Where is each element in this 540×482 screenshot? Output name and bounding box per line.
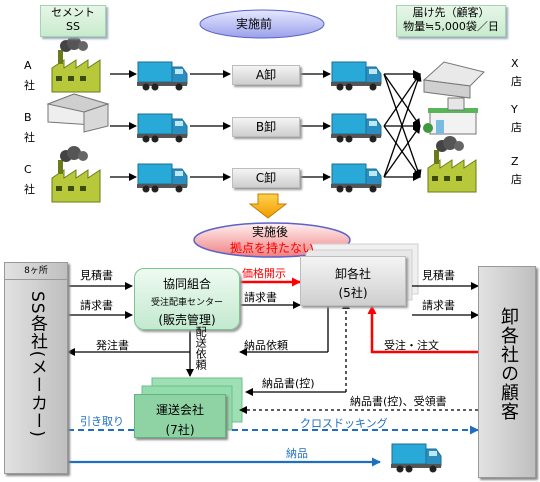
flow-pickup: 引き取り [80,415,124,428]
flow-quote-left: 見積書 [80,269,113,282]
supplier-a-mark: A [24,59,32,72]
flow-quote-right: 見積書 [422,269,455,282]
flow-delivery-request: 納品依頼 [244,339,288,352]
store-z-mark: Z [511,155,519,168]
ss-count-label: 8ヶ所 [5,263,67,280]
truck-b-icon [136,113,188,143]
store-x-suffix: 店 [511,75,522,88]
ss-companies-box: 8ヶ所 SS各社(メーカー) [4,262,68,474]
factory-c-icon [51,145,101,203]
delivery-truck-icon [390,443,442,473]
store-y-suffix: 店 [511,121,522,134]
transition-arrow-icon [248,193,288,219]
supplier-b-suffix: 社 [24,131,35,144]
supplier-c-mark: C [24,163,32,176]
after-sub-label: 拠点を持たない [230,241,315,255]
factory-a-icon [51,35,101,93]
customers-box: 卸各社の顧客 [478,266,536,478]
truck-z-icon [330,163,382,193]
wholesale-count: (5社) [338,286,368,300]
flow-order-receive: 受注・注文 [384,339,439,352]
wholesaler-c-box: C卸 [232,168,300,188]
flow-invoice-left: 請求書 [80,299,113,312]
truck-c-icon [136,163,188,193]
flow-crossdock: クロスドッキング [300,417,388,430]
supplier-c-suffix: 社 [24,183,35,196]
coop-center-label: 受注配車センター [150,298,223,308]
transport-name: 運送会社 [155,403,204,417]
coop-role-label: (販売管理) [158,313,216,327]
cement-ss-box: セメント SS [40,5,106,37]
flow-invoice-mid: 請求書 [244,291,277,304]
store-y-mark: Y [511,103,518,116]
flow-purchase-order: 発注書 [96,339,129,352]
coop-box: 協同組合 受注配車センター (販売管理) [134,268,240,330]
store-z-suffix: 店 [511,173,522,186]
wholesale-name: 卸各社 [334,267,371,281]
after-label: 実施後 [252,225,289,239]
destination-box: 届け先（顧客） 物量≒5,000袋／日 [396,5,506,37]
store-z-icon [427,135,477,193]
factory-b-icon [46,93,110,133]
truck-x-icon [330,61,382,91]
customers-label: 卸各社の顧客 [498,307,519,421]
transport-box: 運送会社 (7社) [134,394,226,438]
wholesale-box: 卸各社 (5社) [300,256,406,306]
flow-delivery-note-copy: 納品書(控) [262,377,315,390]
flow-delivery: 納品 [286,447,308,460]
wholesaler-a-box: A卸 [232,65,300,85]
wholesaler-b-box: B卸 [232,117,300,137]
coop-title: 協同組合 [162,277,211,291]
flow-invoice-right: 請求書 [422,299,455,312]
flow-delivery-request-vertical: 配送依頼 [194,326,208,370]
store-y-icon [423,97,478,135]
truck-y-icon [330,113,382,143]
truck-a-icon [136,61,188,91]
store-x-mark: X [511,57,519,70]
supplier-a-suffix: 社 [24,79,35,92]
transport-count: (7社) [165,423,195,437]
store-x-icon [422,61,485,99]
flow-price-disclosure: 価格開示 [242,267,286,280]
ss-label: SS各社(メーカー) [27,291,47,438]
supplier-b-mark: B [24,111,32,124]
flow-delivery-note-receipt: 納品書(控)、受領書 [350,395,447,408]
before-label: 実施前 [236,17,273,31]
